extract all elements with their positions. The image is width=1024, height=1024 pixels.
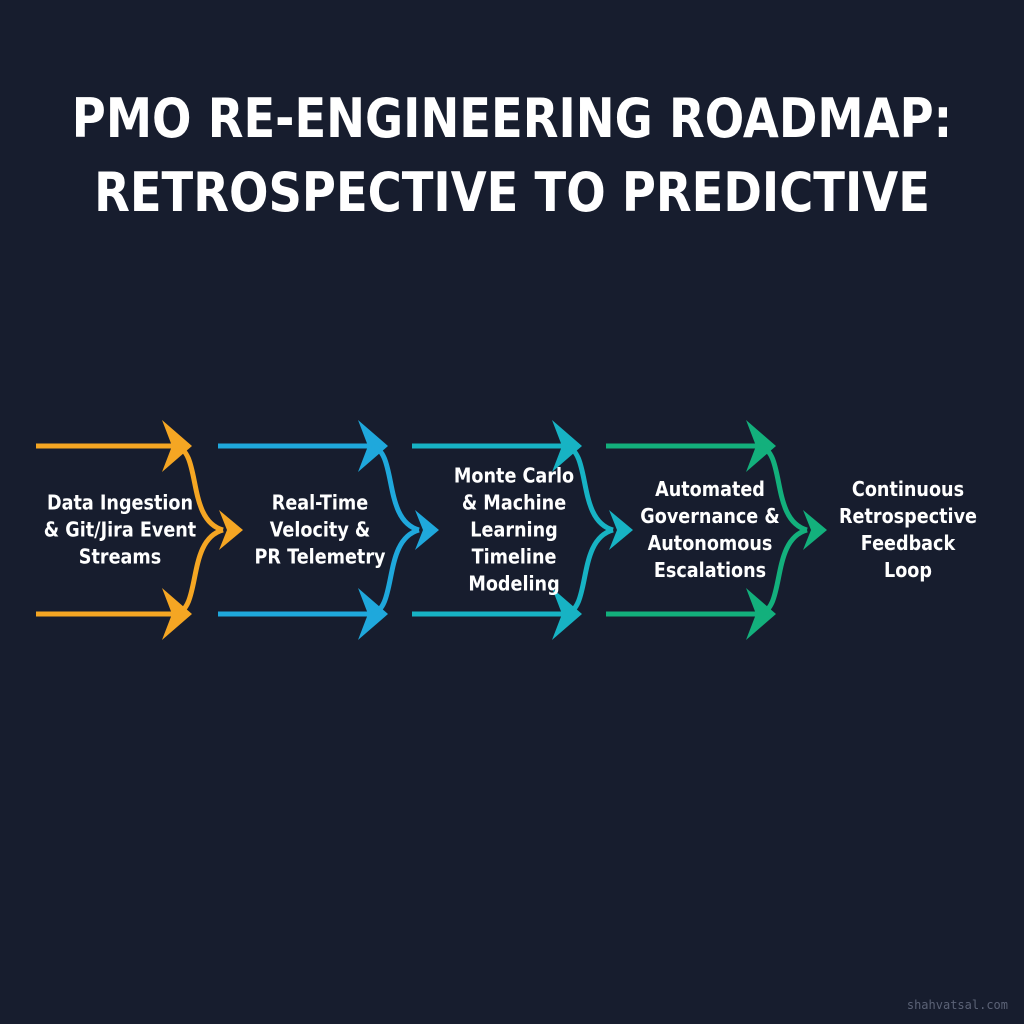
stage-2-arrow — [218, 420, 439, 640]
diagram-title: PMO RE-ENGINEERING ROADMAP: RETROSPECTIV… — [72, 82, 953, 230]
watermark: shahvatsal.com — [906, 998, 1008, 1012]
stage-4-arrow — [606, 420, 827, 640]
stage-3-label: Monte Carlo & Machine Learning Timeline … — [453, 463, 575, 596]
stage-1-arrow — [36, 420, 243, 640]
title-line-1: PMO RE-ENGINEERING ROADMAP: — [71, 87, 953, 150]
title-line-2: RETROSPECTIVE TO PREDICTIVE — [94, 161, 930, 224]
stage-3-arrow — [412, 420, 633, 640]
stage-5-label: Continuous Retrospective Feedback Loop — [839, 477, 977, 582]
stage-1-label: Data Ingestion & Git/Jira Event Streams — [43, 490, 197, 569]
stage-2-label: Real-Time Velocity & PR Telemetry — [254, 490, 386, 569]
stage-4-label: Automated Governance & Autonomous Escala… — [640, 477, 780, 582]
